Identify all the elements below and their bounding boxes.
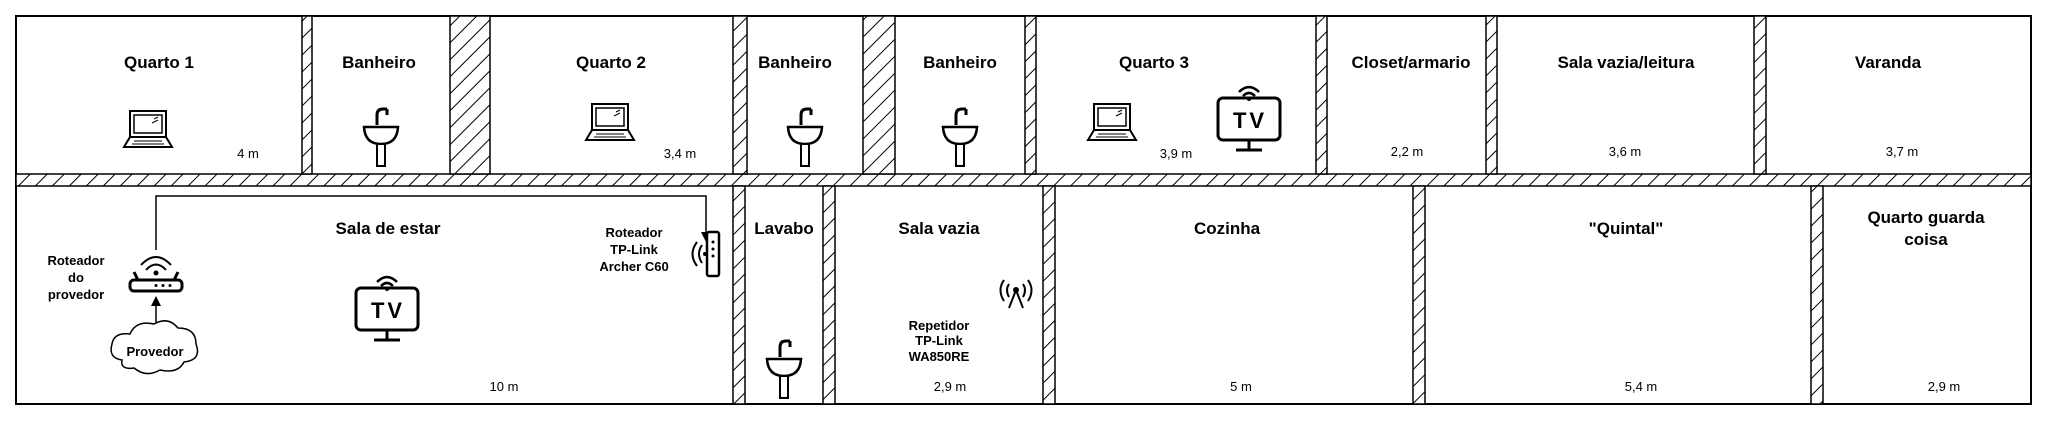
wall [1042, 185, 1056, 405]
room-name: Sala vazia/leitura [1557, 53, 1695, 72]
wall [862, 15, 896, 175]
svg-text:TV: TV [371, 298, 405, 323]
room-lavabo: Lavabo [754, 219, 814, 400]
cloud-icon [110, 320, 199, 375]
wall [732, 15, 748, 175]
corridor-wall [15, 173, 2032, 187]
room-size: 3,4 m [664, 146, 697, 161]
wall [1315, 15, 1328, 175]
router-side-icon [691, 230, 721, 278]
room-name: Lavabo [754, 219, 814, 238]
room-size: 10 m [490, 379, 519, 394]
room-name: Quarto 2 [576, 53, 646, 72]
wall [1024, 15, 1037, 175]
room-name: Sala vazia [898, 219, 980, 238]
room-cozinha: Cozinha 5 m [1194, 219, 1261, 394]
room-quarto-2: Quarto 2 3,4 m [576, 53, 696, 161]
room-quarto-1: Quarto 1 4 m [123, 53, 259, 161]
wall [1412, 185, 1426, 405]
room-closet: Closet/armario 2,2 m [1351, 53, 1470, 159]
room-size: 2,9 m [1928, 379, 1961, 394]
room-size: 3,7 m [1886, 144, 1919, 159]
wifi-router-icon [128, 256, 184, 293]
antenna-icon [999, 279, 1033, 309]
wall [449, 15, 491, 175]
provider: Provedor [110, 320, 199, 375]
room-size: 5,4 m [1625, 379, 1658, 394]
room-name: Cozinha [1194, 219, 1261, 238]
laptop-icon [585, 103, 635, 141]
room-name: Varanda [1855, 53, 1922, 72]
room-name: Closet/armario [1351, 53, 1470, 72]
room-size: 2,2 m [1391, 144, 1424, 159]
room-size: 4 m [237, 146, 259, 161]
tv-icon: TV [1216, 85, 1282, 152]
laptop-icon [1087, 103, 1137, 141]
room-name: Banheiro [923, 53, 997, 72]
wall [1753, 15, 1767, 175]
room-name: Banheiro [342, 53, 416, 72]
repeater-label: TP-Link [915, 333, 963, 348]
sink-icon [765, 339, 803, 400]
room-name: coisa [1904, 230, 1948, 249]
wall [732, 185, 746, 405]
room-banheiro-1: Banheiro [342, 53, 416, 168]
sink-icon [786, 107, 824, 168]
provider-label: Provedor [126, 344, 183, 359]
tplink-label: TP-Link [610, 242, 658, 257]
sink-icon [941, 107, 979, 168]
connection-line [155, 195, 707, 250]
sink-icon [362, 107, 400, 168]
room-quintal: "Quintal" 5,4 m [1589, 219, 1664, 394]
wall [822, 185, 836, 405]
house-outline [15, 15, 2032, 405]
tv-icon: TV [354, 275, 420, 342]
isp-router-label: Roteador [47, 253, 104, 268]
room-name: Sala de estar [336, 219, 441, 238]
room-name: "Quintal" [1589, 219, 1664, 238]
laptop-icon [123, 110, 173, 148]
room-name: Banheiro [758, 53, 832, 72]
room-quarto-3: Quarto 3 3,9 m TV [1087, 53, 1282, 161]
repeater-label: WA850RE [909, 349, 970, 364]
tplink-label: Roteador [605, 225, 662, 240]
room-varanda: Varanda 3,7 m [1855, 53, 1922, 159]
room-banheiro-2: Banheiro [758, 53, 832, 168]
tplink-label: Archer C60 [599, 259, 668, 274]
room-size: 5 m [1230, 379, 1252, 394]
room-banheiro-3: Banheiro [923, 53, 997, 168]
room-sala-vazia: Sala vazia 2,9 m Repetidor TP-Link WA850… [898, 219, 1033, 394]
wall [301, 15, 313, 175]
isp-router-label: provedor [48, 287, 104, 302]
tplink-router: Roteador TP-Link Archer C60 [599, 225, 721, 278]
room-name: Quarto 1 [124, 53, 194, 72]
room-name: Quarto 3 [1119, 53, 1189, 72]
wall [1810, 185, 1824, 405]
svg-text:TV: TV [1233, 108, 1267, 133]
room-name: Quarto guarda [1867, 208, 1985, 227]
room-size: 2,9 m [934, 379, 967, 394]
room-sala-vazia-leitura: Sala vazia/leitura 3,6 m [1557, 53, 1695, 159]
wall [1485, 15, 1498, 175]
room-quarto-guarda-coisa: Quarto guarda coisa 2,9 m [1867, 208, 1985, 394]
room-sala-de-estar: Sala de estar 10 m TV [336, 219, 519, 394]
room-size: 3,9 m [1160, 146, 1193, 161]
isp-router: Roteador do provedor [47, 253, 184, 325]
isp-router-label: do [68, 270, 84, 285]
repeater-label: Repetidor [909, 318, 970, 333]
repeater: Repetidor TP-Link WA850RE [909, 279, 1033, 364]
room-size: 3,6 m [1609, 144, 1642, 159]
